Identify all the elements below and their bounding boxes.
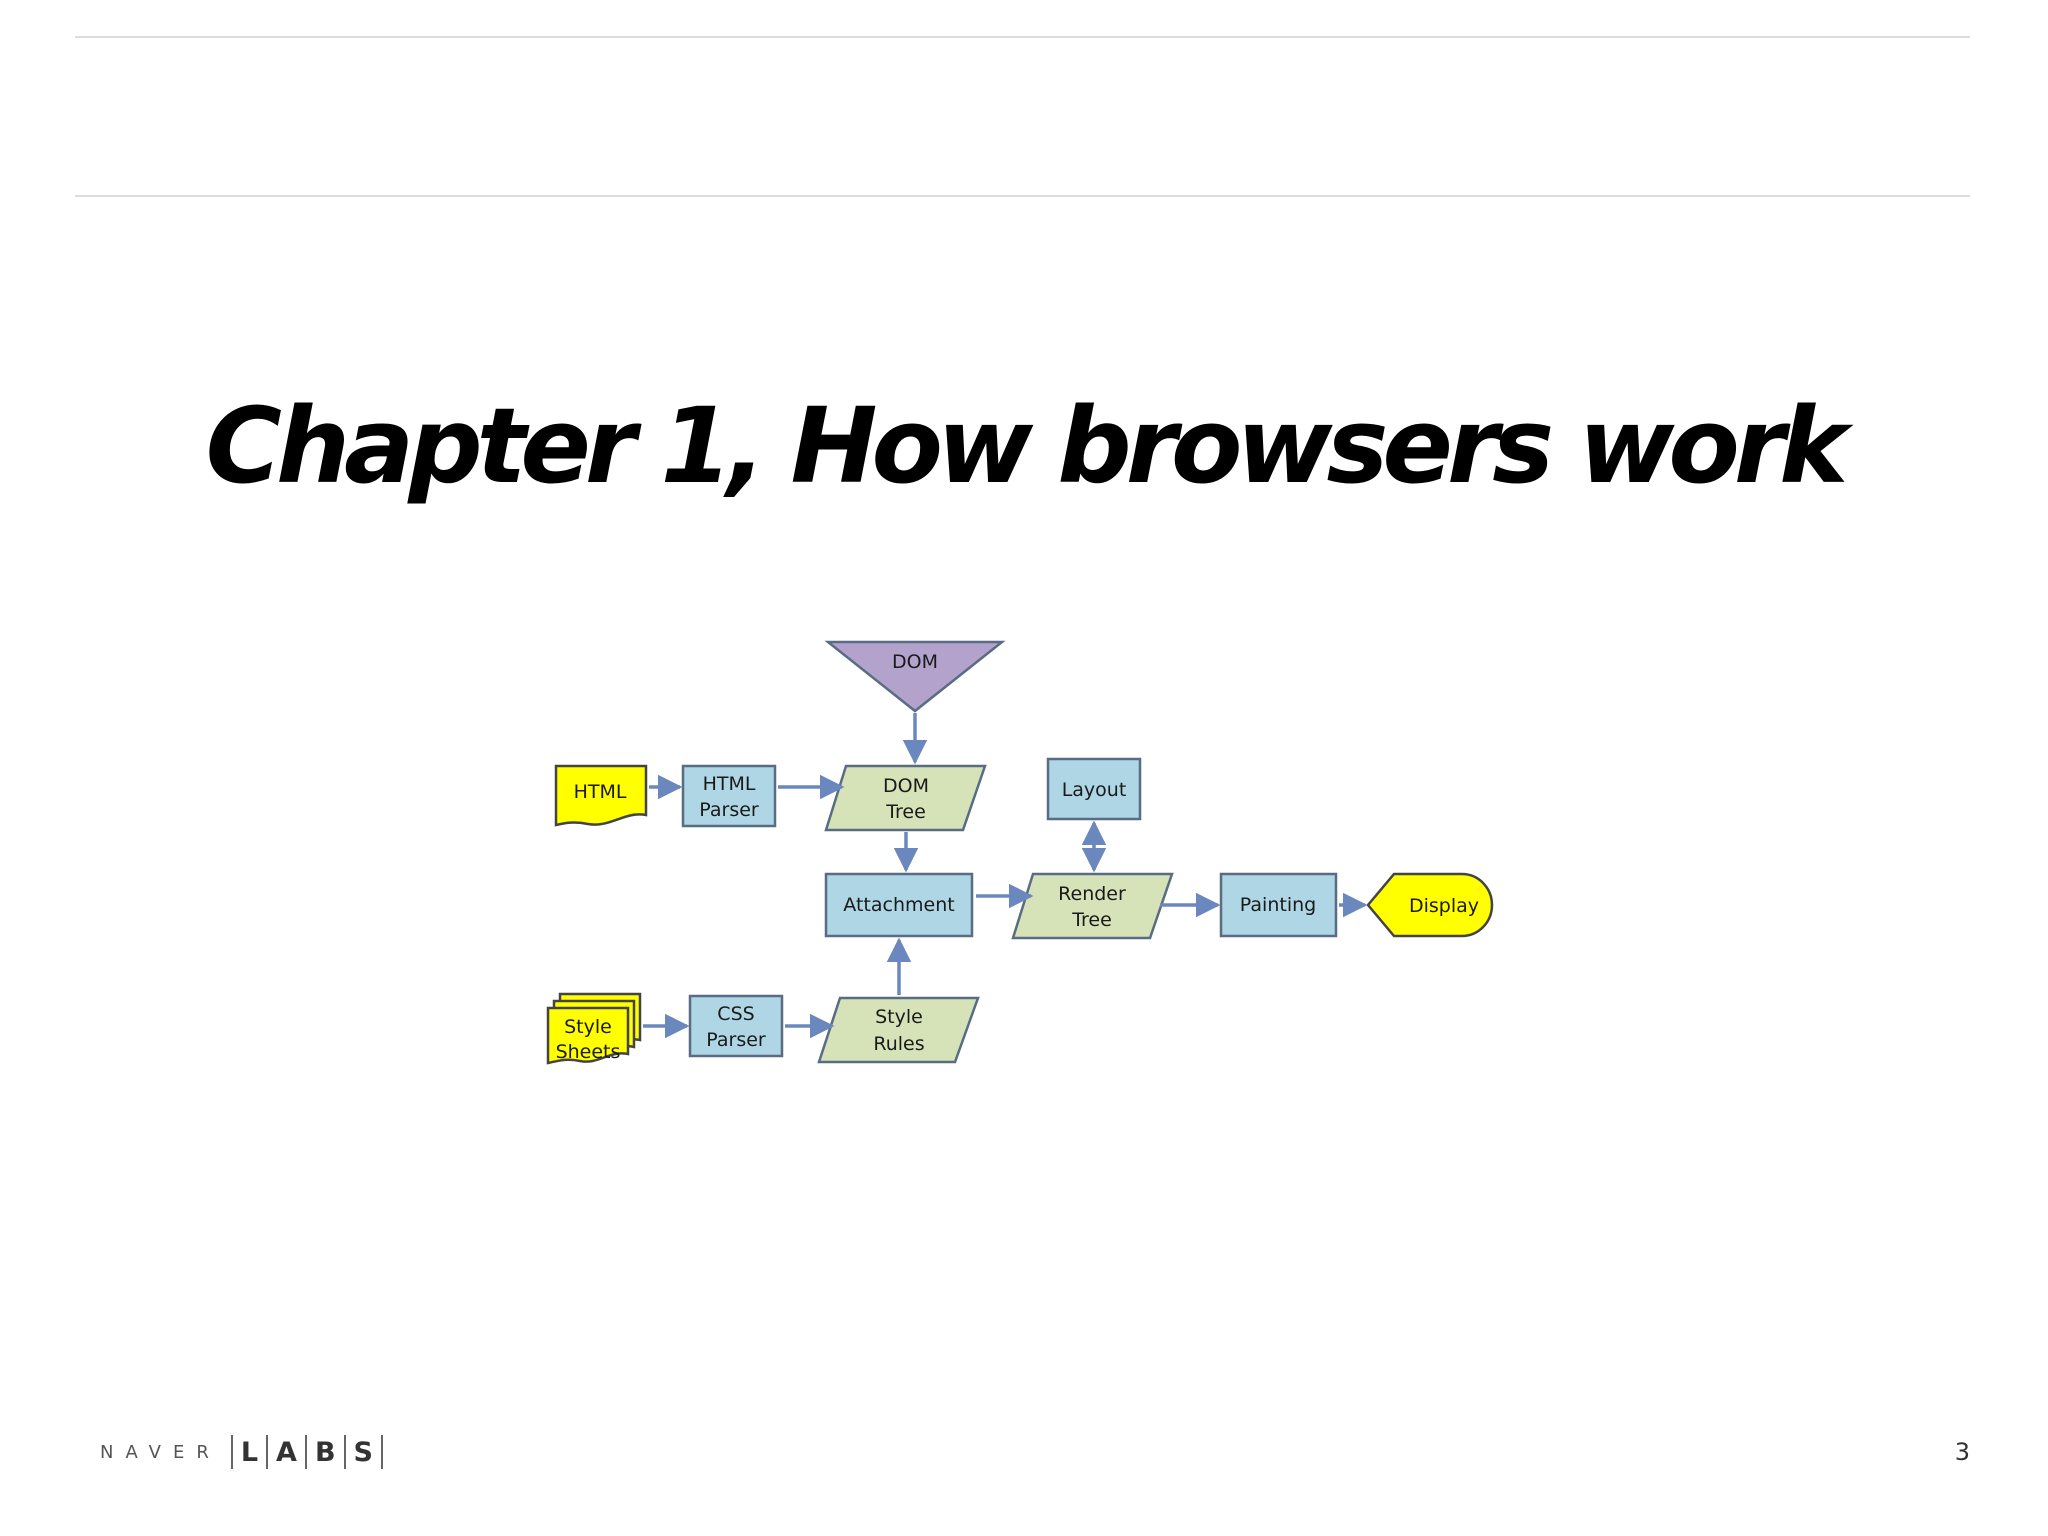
style-rules-label-1: Style [875,1006,923,1028]
render-tree-label-2: Tree [1071,909,1112,931]
logo-letter-l: L [240,1436,259,1468]
display-label: Display [1409,895,1479,917]
html-document-shape [554,764,648,827]
dom-triangle-shape [824,640,1006,713]
style-sheets-label-1: Style [564,1016,612,1038]
logo-letter-a: A [276,1436,297,1468]
layout-box [1046,757,1142,821]
attachment-box [824,872,974,938]
dom-label: DOM [892,651,938,673]
render-tree-label-1: Render [1058,883,1126,905]
dom-tree-shape [824,764,987,832]
painting-box [1219,872,1338,938]
html-parser-box [681,764,777,828]
attachment-label: Attachment [843,894,954,916]
top-rule [75,36,1970,38]
painting-label: Painting [1240,894,1316,916]
css-parser-label-2: Parser [706,1029,766,1051]
logo-divider [230,1435,233,1469]
render-tree-shape [1011,872,1174,940]
display-shape [1366,872,1494,938]
dom-tree-label-1: DOM [883,775,929,797]
node-style-rules: Style Rules [817,996,980,1064]
node-dom: DOM [824,640,1006,713]
html-parser-label-1: HTML [703,773,756,795]
node-css-parser: CSS Parser [688,994,784,1058]
node-attachment: Attachment [824,872,974,938]
html-parser-label-2: Parser [699,799,759,821]
dom-tree-label-2: Tree [885,801,926,823]
logo-letter-b: B [314,1436,336,1468]
node-html: HTML [554,764,648,827]
node-dom-tree: DOM Tree [824,764,987,832]
node-display: Display [1366,872,1494,938]
logo-divider [343,1435,346,1469]
logo-divider [266,1435,269,1469]
header-rule [75,195,1970,197]
node-layout: Layout [1046,757,1142,821]
logo-naver-text: NAVER [100,1441,221,1463]
page-number: 3 [1954,1438,1970,1466]
logo-divider [381,1435,383,1469]
node-render-tree: Render Tree [1011,872,1174,940]
node-html-parser: HTML Parser [681,764,777,828]
layout-label: Layout [1062,779,1127,801]
browser-flow-diagram: DOM HTML HTML Parser DOM Tree Layout Att… [546,640,1494,1065]
style-rules-label-2: Rules [873,1033,924,1055]
node-painting: Painting [1219,872,1338,938]
node-style-sheets: Style Sheets [546,992,642,1065]
html-label: HTML [574,781,627,803]
slide-title: Chapter 1, How browsers work [205,385,1849,507]
style-sheets-label-2: Sheets [556,1041,621,1063]
logo-divider [304,1435,307,1469]
css-parser-box [688,994,784,1058]
logo-letter-s: S [353,1436,373,1468]
style-rules-shape [817,996,980,1064]
style-sheets-doc-front [546,1006,630,1065]
logo-labs-text: L A B S [223,1435,391,1469]
css-parser-label-1: CSS [717,1003,754,1025]
naver-labs-logo: NAVER L A B S [100,1432,391,1472]
